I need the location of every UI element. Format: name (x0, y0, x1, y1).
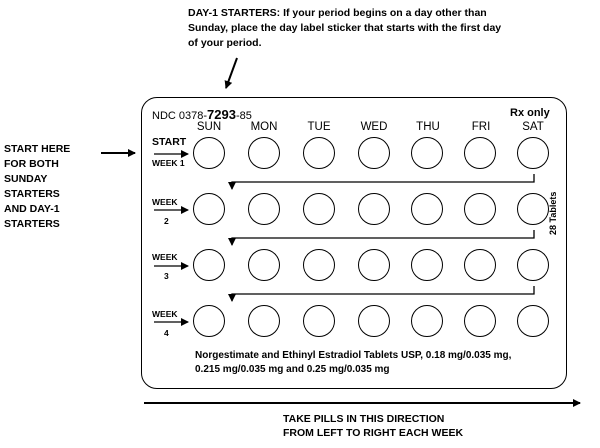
start-line-5: AND DAY-1 (4, 203, 60, 215)
week-4-bottom: 4 (164, 328, 169, 338)
pill-week-2-day-6 (464, 193, 496, 225)
ndc-suffix: -85 (235, 110, 252, 122)
week-2-top: WEEK (152, 197, 178, 207)
pill-week-4-day-2 (248, 305, 280, 337)
note-line-1: DAY-1 STARTERS: If your period begins on… (188, 7, 487, 19)
pill-week-1-day-3 (303, 137, 335, 169)
ndc-prefix: NDC 0378- (152, 110, 208, 122)
week-3-bottom: 3 (164, 271, 169, 281)
ndc-code: NDC 0378-7293-85 (152, 107, 252, 122)
pill-week-4-day-7 (517, 305, 549, 337)
pill-week-1-day-5 (411, 137, 443, 169)
day-sun: SUN (196, 121, 222, 133)
week-3-label: WEEK 3 (152, 252, 178, 282)
pill-week-4-day-6 (464, 305, 496, 337)
day-mon: MON (250, 121, 278, 133)
product-line-2: 0.215 mg/0.035 mg and 0.25 mg/0.035 mg (195, 363, 390, 375)
pill-week-4-day-4 (358, 305, 390, 337)
direction-line-1: TAKE PILLS IN THIS DIRECTION (283, 413, 445, 425)
ndc-main: 7293 (207, 107, 236, 122)
pill-week-3-day-5 (411, 249, 443, 281)
return-arrow-2 (228, 230, 535, 246)
start-line-3: SUNDAY (4, 173, 48, 185)
week-1-bottom: WEEK 1 (152, 158, 185, 168)
rx-only-label: Rx only (510, 107, 550, 119)
start-line-4: STARTERS (4, 188, 60, 200)
pill-week-1-day-6 (464, 137, 496, 169)
week-1-top: START (152, 136, 187, 148)
day-fri: FRI (471, 121, 491, 133)
week-2-bottom: 2 (164, 216, 169, 226)
pill-week-1-day-7 (517, 137, 549, 169)
day1-starters-note: DAY-1 STARTERS: If your period begins on… (188, 6, 598, 51)
start-line-1: START HERE (4, 143, 71, 155)
day-tue: TUE (307, 121, 331, 133)
return-arrow-3 (228, 286, 535, 302)
pill-week-4-day-5 (411, 305, 443, 337)
pill-week-2-day-5 (411, 193, 443, 225)
start-here-label: START HERE FOR BOTH SUNDAY STARTERS AND … (4, 142, 104, 232)
product-description: Norgestimate and Ethinyl Estradiol Table… (195, 349, 555, 376)
pill-week-2-day-7 (517, 193, 549, 225)
note-arrow (224, 57, 238, 89)
direction-line-2: FROM LEFT TO RIGHT EACH WEEK (283, 427, 464, 439)
week-3-top: WEEK (152, 252, 178, 262)
return-arrow-1 (228, 174, 535, 190)
blister-card (141, 97, 567, 389)
pill-week-3-day-2 (248, 249, 280, 281)
day-thu: THU (416, 121, 440, 133)
note-line-3: of your period. (188, 37, 262, 49)
pill-week-3-day-7 (517, 249, 549, 281)
start-line-2: FOR BOTH (4, 158, 59, 170)
start-line-6: STARTERS (4, 218, 60, 230)
product-line-1: Norgestimate and Ethinyl Estradiol Table… (195, 350, 512, 361)
week-4-label: WEEK 4 (152, 309, 178, 339)
week-4-top: WEEK (152, 309, 178, 319)
direction-instructions: TAKE PILLS IN THIS DIRECTION FROM LEFT T… (283, 412, 463, 440)
note-line-2: Sunday, place the day label sticker that… (188, 22, 502, 34)
pill-week-4-day-3 (303, 305, 335, 337)
pill-week-3-day-1 (193, 249, 225, 281)
day-sat: SAT (522, 121, 544, 133)
pill-week-1-day-4 (358, 137, 390, 169)
pill-week-2-day-3 (303, 193, 335, 225)
pill-week-3-day-6 (464, 249, 496, 281)
pill-week-3-day-4 (358, 249, 390, 281)
pill-week-1-day-2 (248, 137, 280, 169)
pill-week-2-day-1 (193, 193, 225, 225)
pill-week-2-day-4 (358, 193, 390, 225)
week-2-label: WEEK 2 (152, 197, 178, 227)
week-1-label: START WEEK 1 (152, 137, 186, 169)
pill-week-3-day-3 (303, 249, 335, 281)
pill-week-1-day-1 (193, 137, 225, 169)
pill-week-2-day-2 (248, 193, 280, 225)
pill-week-4-day-1 (193, 305, 225, 337)
day-wed: WED (360, 121, 388, 133)
